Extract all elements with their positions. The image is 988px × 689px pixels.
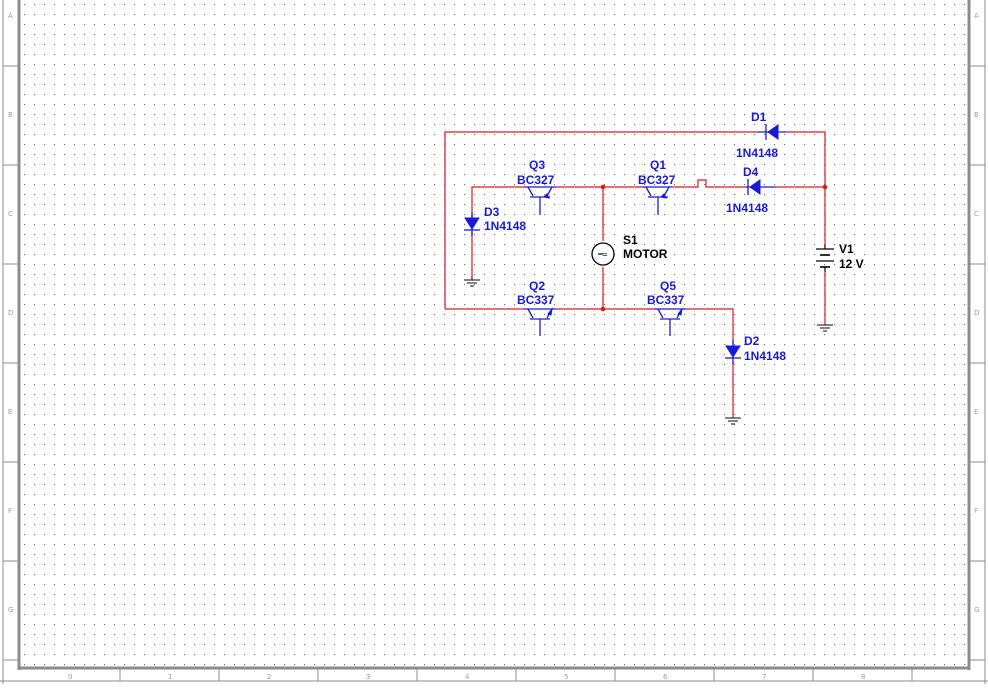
motor-s1-value: MOTOR xyxy=(623,247,668,261)
junction-dot xyxy=(600,184,606,190)
row-label-d: D xyxy=(8,309,13,317)
transistor-q2-ref: Q2 xyxy=(529,279,545,293)
diode-d2-ref: D2 xyxy=(744,334,760,348)
col-label-8: 8 xyxy=(861,673,865,681)
transistor-q2-value: BC337 xyxy=(517,293,555,307)
svg-text:=: = xyxy=(602,251,608,259)
battery-v1-ref: V1 xyxy=(839,242,854,256)
col-label-5: 5 xyxy=(564,673,568,681)
diode-d3-value: 1N4148 xyxy=(484,219,526,233)
row-label-f-right: F xyxy=(974,507,978,515)
transistor-q3-value: BC327 xyxy=(517,173,555,187)
row-label-b: B xyxy=(8,111,13,119)
diode-d3-symbol xyxy=(464,217,480,230)
wires[interactable] xyxy=(444,131,826,418)
diode-d2-value: 1N4148 xyxy=(744,349,786,363)
col-label-1: 1 xyxy=(168,673,172,681)
col-label-0: 0 xyxy=(68,673,72,681)
row-label-g: G xyxy=(8,606,13,614)
dot-grid xyxy=(22,0,968,666)
transistor-q5-ref: Q5 xyxy=(660,279,676,293)
diode-d2[interactable]: D2 1N4148 xyxy=(725,334,786,364)
diode-d1-symbol xyxy=(767,124,779,140)
ground-d2[interactable] xyxy=(725,417,741,425)
row-label-e-right: E xyxy=(974,408,978,416)
col-label-2: 2 xyxy=(267,673,271,681)
row-label-g-right: G xyxy=(974,606,979,614)
transistor-q1-value: BC327 xyxy=(638,173,676,187)
col-label-7: 7 xyxy=(762,673,766,681)
motor-s1-ref: S1 xyxy=(623,233,638,247)
battery-v1-value: 12 V xyxy=(839,257,864,271)
transistor-q1[interactable]: Q1 BC327 xyxy=(638,158,676,215)
row-label-d-right: D xyxy=(974,309,979,317)
row-label-c-right: C xyxy=(974,210,979,218)
col-label-4: 4 xyxy=(465,673,470,681)
row-label-a: A xyxy=(8,12,13,20)
wire-top-right xyxy=(786,131,826,245)
diode-d3[interactable]: D3 1N4148 xyxy=(464,205,526,236)
transistor-q1-ref: Q1 xyxy=(650,158,666,172)
diode-d3-ref: D3 xyxy=(484,205,500,219)
diode-d4[interactable]: D4 1N4148 xyxy=(726,165,776,215)
diode-d2-symbol xyxy=(725,345,741,358)
diode-d4-value: 1N4148 xyxy=(726,201,768,215)
col-label-6: 6 xyxy=(663,673,668,681)
ground-d3[interactable] xyxy=(464,276,480,287)
diode-d1-value: 1N4148 xyxy=(736,146,778,160)
column-labels: 0 1 2 3 4 5 6 7 8 xyxy=(68,673,865,681)
wire-top-left xyxy=(444,131,758,309)
motor-s1[interactable]: = S1 MOTOR xyxy=(591,233,668,266)
ground-v1[interactable] xyxy=(817,324,833,332)
transistor-q5-value: BC337 xyxy=(647,293,685,307)
row-labels: A B C D E F G A B C D E F G xyxy=(8,12,979,614)
battery-v1[interactable]: V1 12 V xyxy=(816,242,864,272)
row-label-b-right: B xyxy=(974,111,979,119)
diode-d4-symbol xyxy=(749,179,761,195)
row-label-a-right: A xyxy=(974,12,979,20)
row-label-c: C xyxy=(8,210,13,218)
transistor-q3-ref: Q3 xyxy=(529,158,545,172)
junction-dot xyxy=(600,306,606,312)
transistor-q3[interactable]: Q3 BC327 xyxy=(517,158,556,215)
wire-d4-q1 xyxy=(672,179,745,188)
col-label-3: 3 xyxy=(366,673,370,681)
wire-q5-d2 xyxy=(686,308,734,344)
diode-d4-ref: D4 xyxy=(743,165,759,179)
wire-d3-q3 xyxy=(471,186,524,218)
row-label-e: E xyxy=(8,408,12,416)
junction-dot xyxy=(822,184,828,190)
diode-d1[interactable]: D1 1N4148 xyxy=(736,110,786,160)
row-label-f: F xyxy=(8,507,12,515)
junctions xyxy=(600,184,828,312)
transistor-q5[interactable]: Q5 BC337 xyxy=(647,279,686,336)
transistor-q2[interactable]: Q2 BC337 xyxy=(517,279,556,336)
diode-d1-ref: D1 xyxy=(751,110,767,124)
